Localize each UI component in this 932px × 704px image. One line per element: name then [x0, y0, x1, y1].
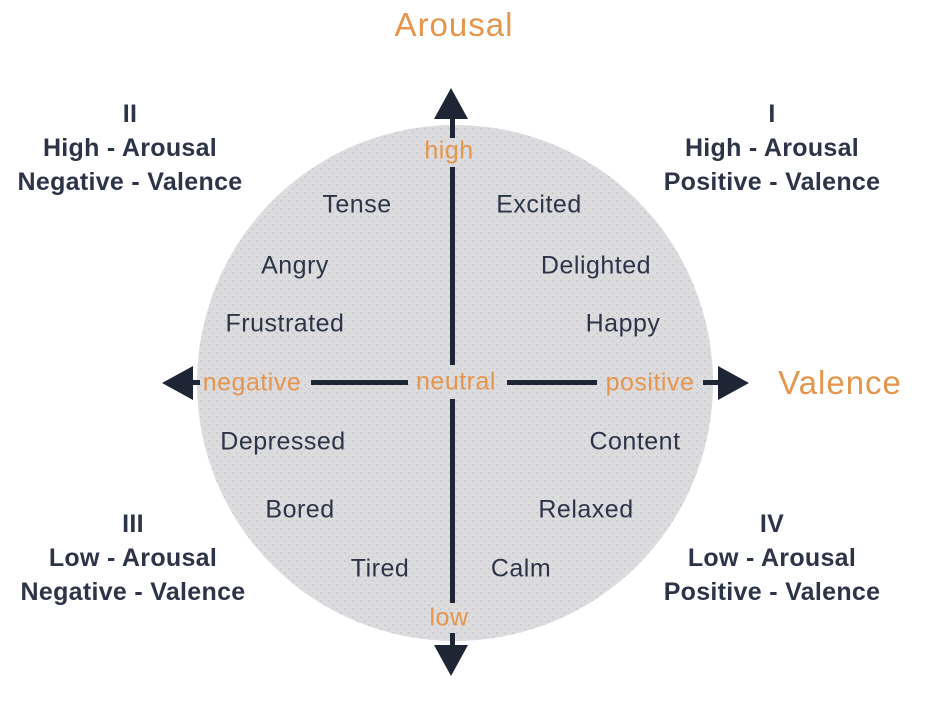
emotion-tired: Tired: [350, 554, 410, 583]
valence-axis-title: Valence: [778, 364, 902, 401]
emotion-happy: Happy: [585, 309, 661, 338]
quadrant-2-arousal: High - Arousal: [42, 134, 218, 162]
quadrant-4-label: IV Low - Arousal Positive - Valence: [664, 507, 881, 609]
quadrant-2-valence: Negative - Valence: [17, 168, 243, 196]
emotion-calm: Calm: [490, 554, 552, 583]
horizontal-axis-line: [507, 380, 597, 385]
horizontal-axis-line: [311, 380, 408, 385]
quadrant-3-numeral: III: [122, 510, 144, 538]
vertical-axis-line: [450, 167, 455, 365]
quadrant-3-valence: Negative - Valence: [20, 578, 246, 606]
emotion-frustrated: Frustrated: [225, 309, 345, 338]
emotion-content: Content: [589, 427, 681, 456]
valence-neutral-label: neutral: [416, 367, 496, 396]
quadrant-4-numeral: IV: [759, 510, 785, 538]
horizontal-axis-line: [186, 380, 200, 385]
quadrant-4-arousal: Low - Arousal: [687, 544, 857, 572]
quadrant-2-numeral: II: [122, 100, 138, 128]
emotion-bored: Bored: [265, 495, 335, 524]
vertical-axis-line: [450, 116, 455, 138]
quadrant-1-valence: Positive - Valence: [663, 168, 881, 196]
emotion-angry: Angry: [261, 251, 329, 280]
vertical-axis-line: [450, 633, 455, 649]
emotion-tense: Tense: [322, 190, 392, 219]
valence-positive-label: positive: [605, 368, 695, 397]
emotion-relaxed: Relaxed: [538, 495, 634, 524]
valence-negative-label: negative: [202, 368, 302, 397]
quadrant-1-numeral: I: [768, 100, 776, 128]
affect-circle: [197, 125, 713, 641]
quadrant-3-label: III Low - Arousal Negative - Valence: [21, 507, 246, 609]
quadrant-1-label: I High - Arousal Positive - Valence: [664, 97, 881, 199]
arousal-axis-title: Arousal: [394, 6, 514, 43]
arrow-left-icon: [162, 366, 193, 400]
quadrant-4-valence: Positive - Valence: [663, 578, 881, 606]
arrow-up-icon: [434, 88, 468, 119]
quadrant-3-arousal: Low - Arousal: [48, 544, 218, 572]
horizontal-axis-line: [703, 380, 719, 385]
emotion-excited: Excited: [496, 190, 582, 219]
quadrant-1-arousal: High - Arousal: [684, 134, 860, 162]
quadrant-2-label: II High - Arousal Negative - Valence: [18, 97, 243, 199]
arousal-high-label: high: [424, 136, 474, 165]
emotion-depressed: Depressed: [220, 427, 346, 456]
vertical-axis-line: [450, 399, 455, 603]
arrow-down-icon: [434, 645, 468, 676]
arrow-right-icon: [718, 366, 749, 400]
arousal-low-label: low: [429, 603, 469, 632]
emotion-delighted: Delighted: [540, 251, 652, 280]
